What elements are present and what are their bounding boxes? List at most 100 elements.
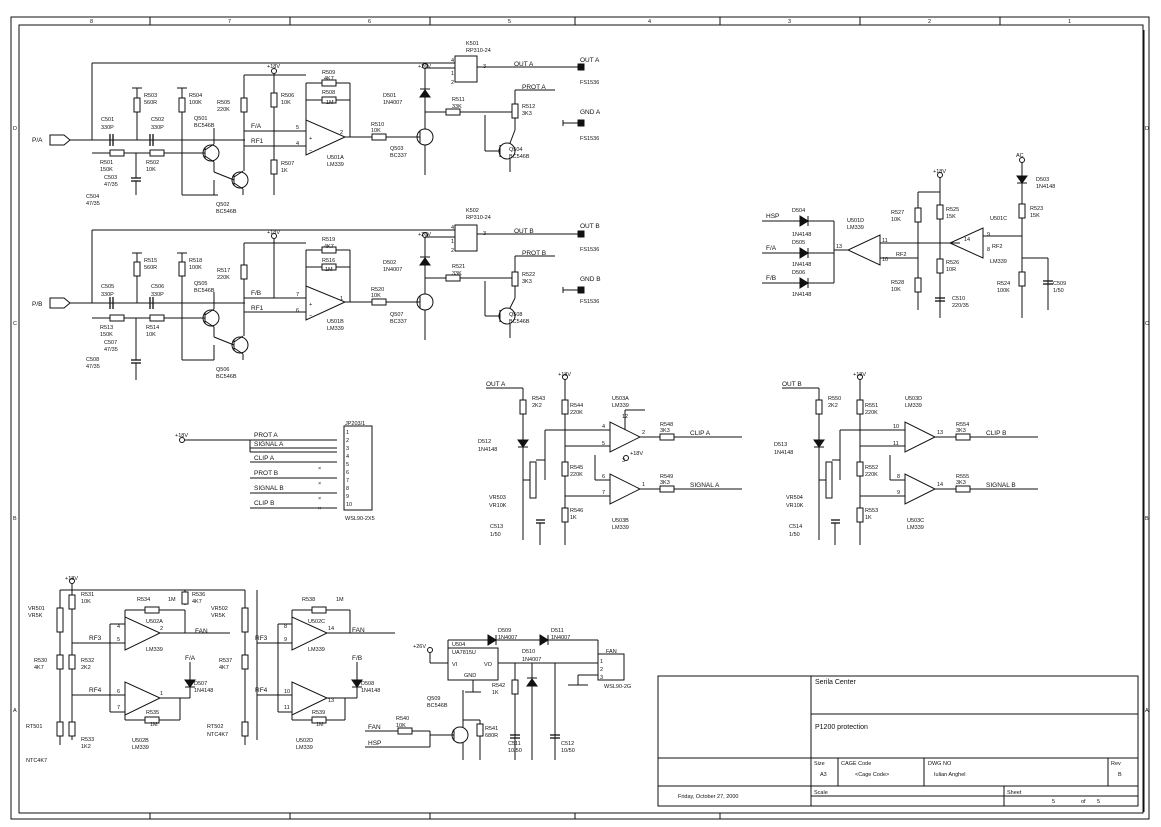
component-label: CAGE Code <box>841 761 871 767</box>
component-label: 4K7 <box>324 244 334 250</box>
component-label: R522 <box>522 272 535 278</box>
component-label: 14 <box>937 482 943 488</box>
component-label: 2K2 <box>81 665 91 671</box>
component-label: BC546B <box>509 319 530 325</box>
component-label: 4 <box>602 424 605 430</box>
comparator-u503b <box>609 473 642 505</box>
relay-k501 <box>454 55 478 83</box>
component-label: PROT B <box>522 250 546 257</box>
component-label: NTC4K7 <box>207 732 228 738</box>
component-label: 14 <box>964 237 970 243</box>
component-label: 220K <box>570 410 583 416</box>
component-label: OUT A <box>486 381 506 388</box>
component-label: 8 <box>987 247 990 253</box>
component-label: CLIP A <box>690 430 711 437</box>
component-label: U503C <box>907 518 924 524</box>
component-label: 2K2 <box>532 403 542 409</box>
component-label: 220K <box>570 472 583 478</box>
component-label: R527 <box>891 210 904 216</box>
component-label: OUT B <box>514 228 534 235</box>
component-label: U502C <box>308 619 325 625</box>
component-label: C506 <box>151 284 164 290</box>
col-label: 3 <box>788 19 791 25</box>
component-label: PROT A <box>254 432 278 439</box>
component-label: LM339 <box>146 647 163 653</box>
component-label: 1M <box>316 722 324 728</box>
component-label: 7 <box>346 478 349 484</box>
component-label: 4 <box>296 141 299 147</box>
component-label: 4 <box>451 225 454 231</box>
component-label: FAN <box>606 649 617 655</box>
component-label: 1M <box>325 267 333 273</box>
component-label: R539 <box>312 710 325 716</box>
component-label: GND A <box>580 109 601 116</box>
comparator-u502d <box>291 681 329 716</box>
component-label: 7 <box>296 292 299 298</box>
component-label: 100K <box>997 288 1010 294</box>
component-label: GND B <box>580 276 601 283</box>
component-label: F/B <box>766 275 776 282</box>
component-label: 1M <box>150 722 158 728</box>
component-label: +18V <box>267 230 280 236</box>
company-name: Serila Center <box>815 679 857 686</box>
component-label: 13 <box>836 244 842 250</box>
col-label: 7 <box>228 19 231 25</box>
component-label: − <box>309 148 312 154</box>
component-label: VI <box>452 662 458 668</box>
row-label: D <box>1145 126 1149 132</box>
component-label: RF3 <box>255 635 268 642</box>
component-label: U501B <box>327 319 344 325</box>
col-label: 1 <box>1068 19 1071 25</box>
component-label: R519 <box>322 237 335 243</box>
component-label: 4K7 <box>192 599 202 605</box>
component-label: 3 <box>346 446 349 452</box>
component-label: K501 <box>466 41 479 47</box>
component-label: LM339 <box>907 525 924 531</box>
component-label: C510 <box>952 296 965 302</box>
component-label: LM339 <box>296 745 313 751</box>
component-label: Scale <box>814 790 828 796</box>
col-label: 8 <box>90 19 93 25</box>
component-label: C502 <box>151 117 164 123</box>
component-label: FAN <box>352 627 365 634</box>
component-label: C507 <box>104 340 117 346</box>
component-label: DWG NO <box>928 761 952 767</box>
component-label: +18V <box>267 64 280 70</box>
component-label: U504 <box>452 642 465 648</box>
component-label: Size <box>814 761 825 767</box>
component-label: Q505 <box>194 281 207 287</box>
component-label: OUT A <box>514 61 534 68</box>
component-label: 10K <box>891 287 901 293</box>
component-label: 4 <box>346 454 349 460</box>
component-label: R531 <box>81 592 94 598</box>
component-label: D513 <box>774 442 787 448</box>
component-label: R530 <box>34 658 47 664</box>
component-label: 2 <box>600 667 603 673</box>
component-label: 330P <box>101 125 114 131</box>
component-label: R507 <box>281 161 294 167</box>
component-label: 1K <box>492 690 499 696</box>
component-label: × <box>318 466 321 472</box>
comparator-u502c <box>291 616 329 651</box>
component-label: 1 <box>160 691 163 697</box>
component-label: D511 <box>551 628 564 634</box>
component-label: U503D <box>905 396 922 402</box>
component-label: R521 <box>452 264 465 270</box>
component-label: 220K <box>217 107 230 113</box>
component-label: SIGNAL A <box>690 482 720 489</box>
component-label: R515 <box>144 258 157 264</box>
component-label: R502 <box>146 160 159 166</box>
component-label: 3K3 <box>956 428 966 434</box>
comparator-u502a <box>124 616 162 651</box>
component-label: 1/50 <box>490 532 501 538</box>
component-label: 6 <box>296 308 299 314</box>
component-label: 9 <box>346 494 349 500</box>
component-label: D508 <box>361 681 374 687</box>
component-label: 7 <box>602 490 605 496</box>
row-label: A <box>13 708 17 714</box>
component-label: BC546B <box>216 374 237 380</box>
component-label: + <box>309 136 312 142</box>
component-label: 3 <box>600 675 603 681</box>
component-label: × <box>318 496 321 502</box>
